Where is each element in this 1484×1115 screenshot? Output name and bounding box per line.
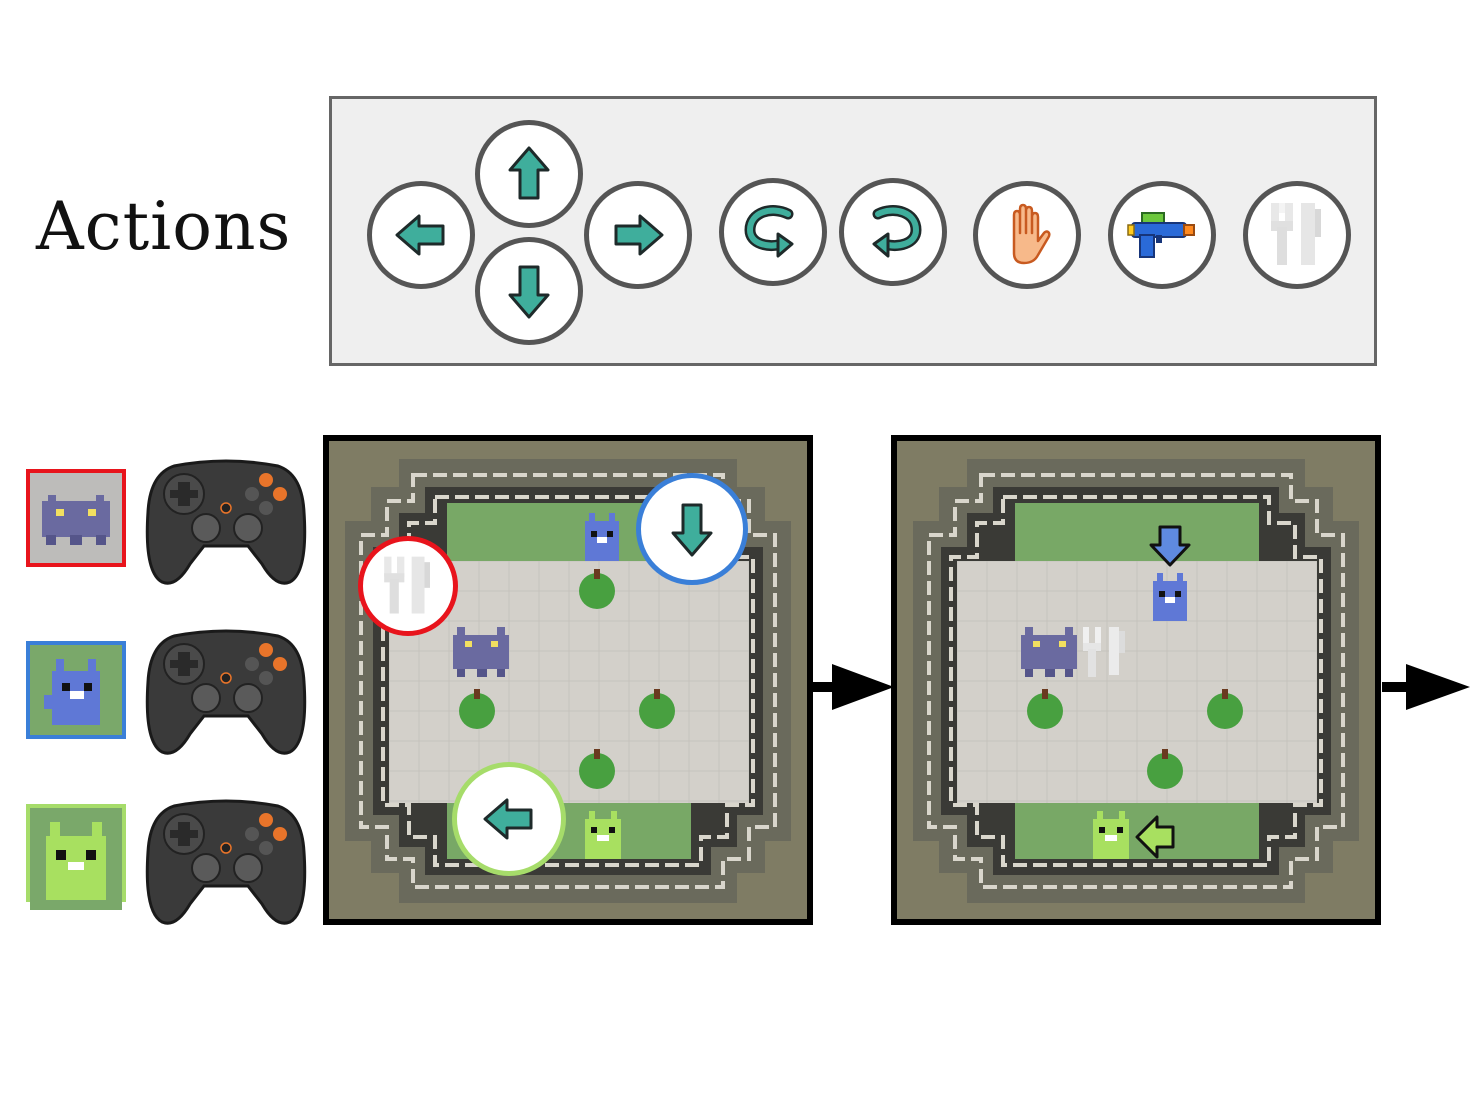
actions-panel bbox=[329, 96, 1377, 366]
gamepad-icon-green bbox=[144, 792, 308, 934]
purple-creature-icon bbox=[1021, 627, 1077, 677]
player-avatar-purple bbox=[26, 469, 126, 567]
blue-creature-icon bbox=[585, 513, 619, 561]
actions-title: Actions bbox=[36, 188, 292, 265]
transition-arrow bbox=[1382, 662, 1472, 716]
purple-action-eat-indicator bbox=[358, 536, 458, 636]
fork-icon bbox=[1083, 627, 1125, 677]
tree-icon bbox=[639, 689, 675, 729]
down-arrow-icon bbox=[671, 503, 713, 557]
left-arrow-icon bbox=[1135, 815, 1175, 859]
tree-icon bbox=[1207, 689, 1243, 729]
fork-icon bbox=[1271, 203, 1321, 265]
eat-button[interactable] bbox=[1243, 181, 1351, 289]
rotate-right-icon bbox=[872, 205, 922, 258]
fork-icon bbox=[384, 556, 430, 614]
gamepad-icon-blue bbox=[144, 622, 308, 764]
rotate-right-button[interactable] bbox=[839, 178, 947, 286]
left-arrow-icon bbox=[395, 214, 445, 256]
player-avatar-blue bbox=[26, 641, 126, 739]
water-gun-icon bbox=[1127, 212, 1195, 258]
tree-icon bbox=[459, 689, 495, 729]
blue-creature-icon bbox=[30, 645, 122, 735]
gamepad-icon-purple bbox=[144, 452, 308, 594]
transition-arrow bbox=[812, 662, 896, 716]
purple-creature-icon bbox=[453, 627, 509, 677]
down-arrow-icon bbox=[508, 265, 550, 319]
green-creature-icon bbox=[585, 811, 621, 859]
rotate-left-icon bbox=[744, 205, 794, 258]
tree-icon bbox=[579, 749, 615, 789]
hand-icon bbox=[1012, 203, 1051, 265]
purple-creature-icon bbox=[30, 473, 122, 563]
blue-action-down-indicator bbox=[636, 473, 748, 585]
down-arrow-icon bbox=[1149, 525, 1191, 567]
left-arrow-icon bbox=[483, 798, 533, 840]
move-down-button[interactable] bbox=[475, 237, 583, 345]
green-action-left-indicator bbox=[452, 762, 566, 876]
up-arrow-icon bbox=[508, 146, 550, 200]
right-arrow-icon bbox=[614, 214, 664, 256]
interact-button[interactable] bbox=[973, 181, 1081, 289]
game-board-step-2 bbox=[891, 435, 1381, 925]
rotate-left-button[interactable] bbox=[719, 178, 827, 286]
green-creature-icon bbox=[1093, 811, 1129, 859]
fire-button[interactable] bbox=[1108, 181, 1216, 289]
move-up-button[interactable] bbox=[475, 120, 583, 228]
tree-icon bbox=[1147, 749, 1183, 789]
move-left-button[interactable] bbox=[367, 181, 475, 289]
tree-icon bbox=[579, 569, 615, 609]
move-right-button[interactable] bbox=[584, 181, 692, 289]
blue-creature-icon bbox=[1153, 573, 1187, 621]
tree-icon bbox=[1027, 689, 1063, 729]
player-avatar-green bbox=[26, 804, 126, 910]
green-creature-icon bbox=[30, 808, 122, 910]
